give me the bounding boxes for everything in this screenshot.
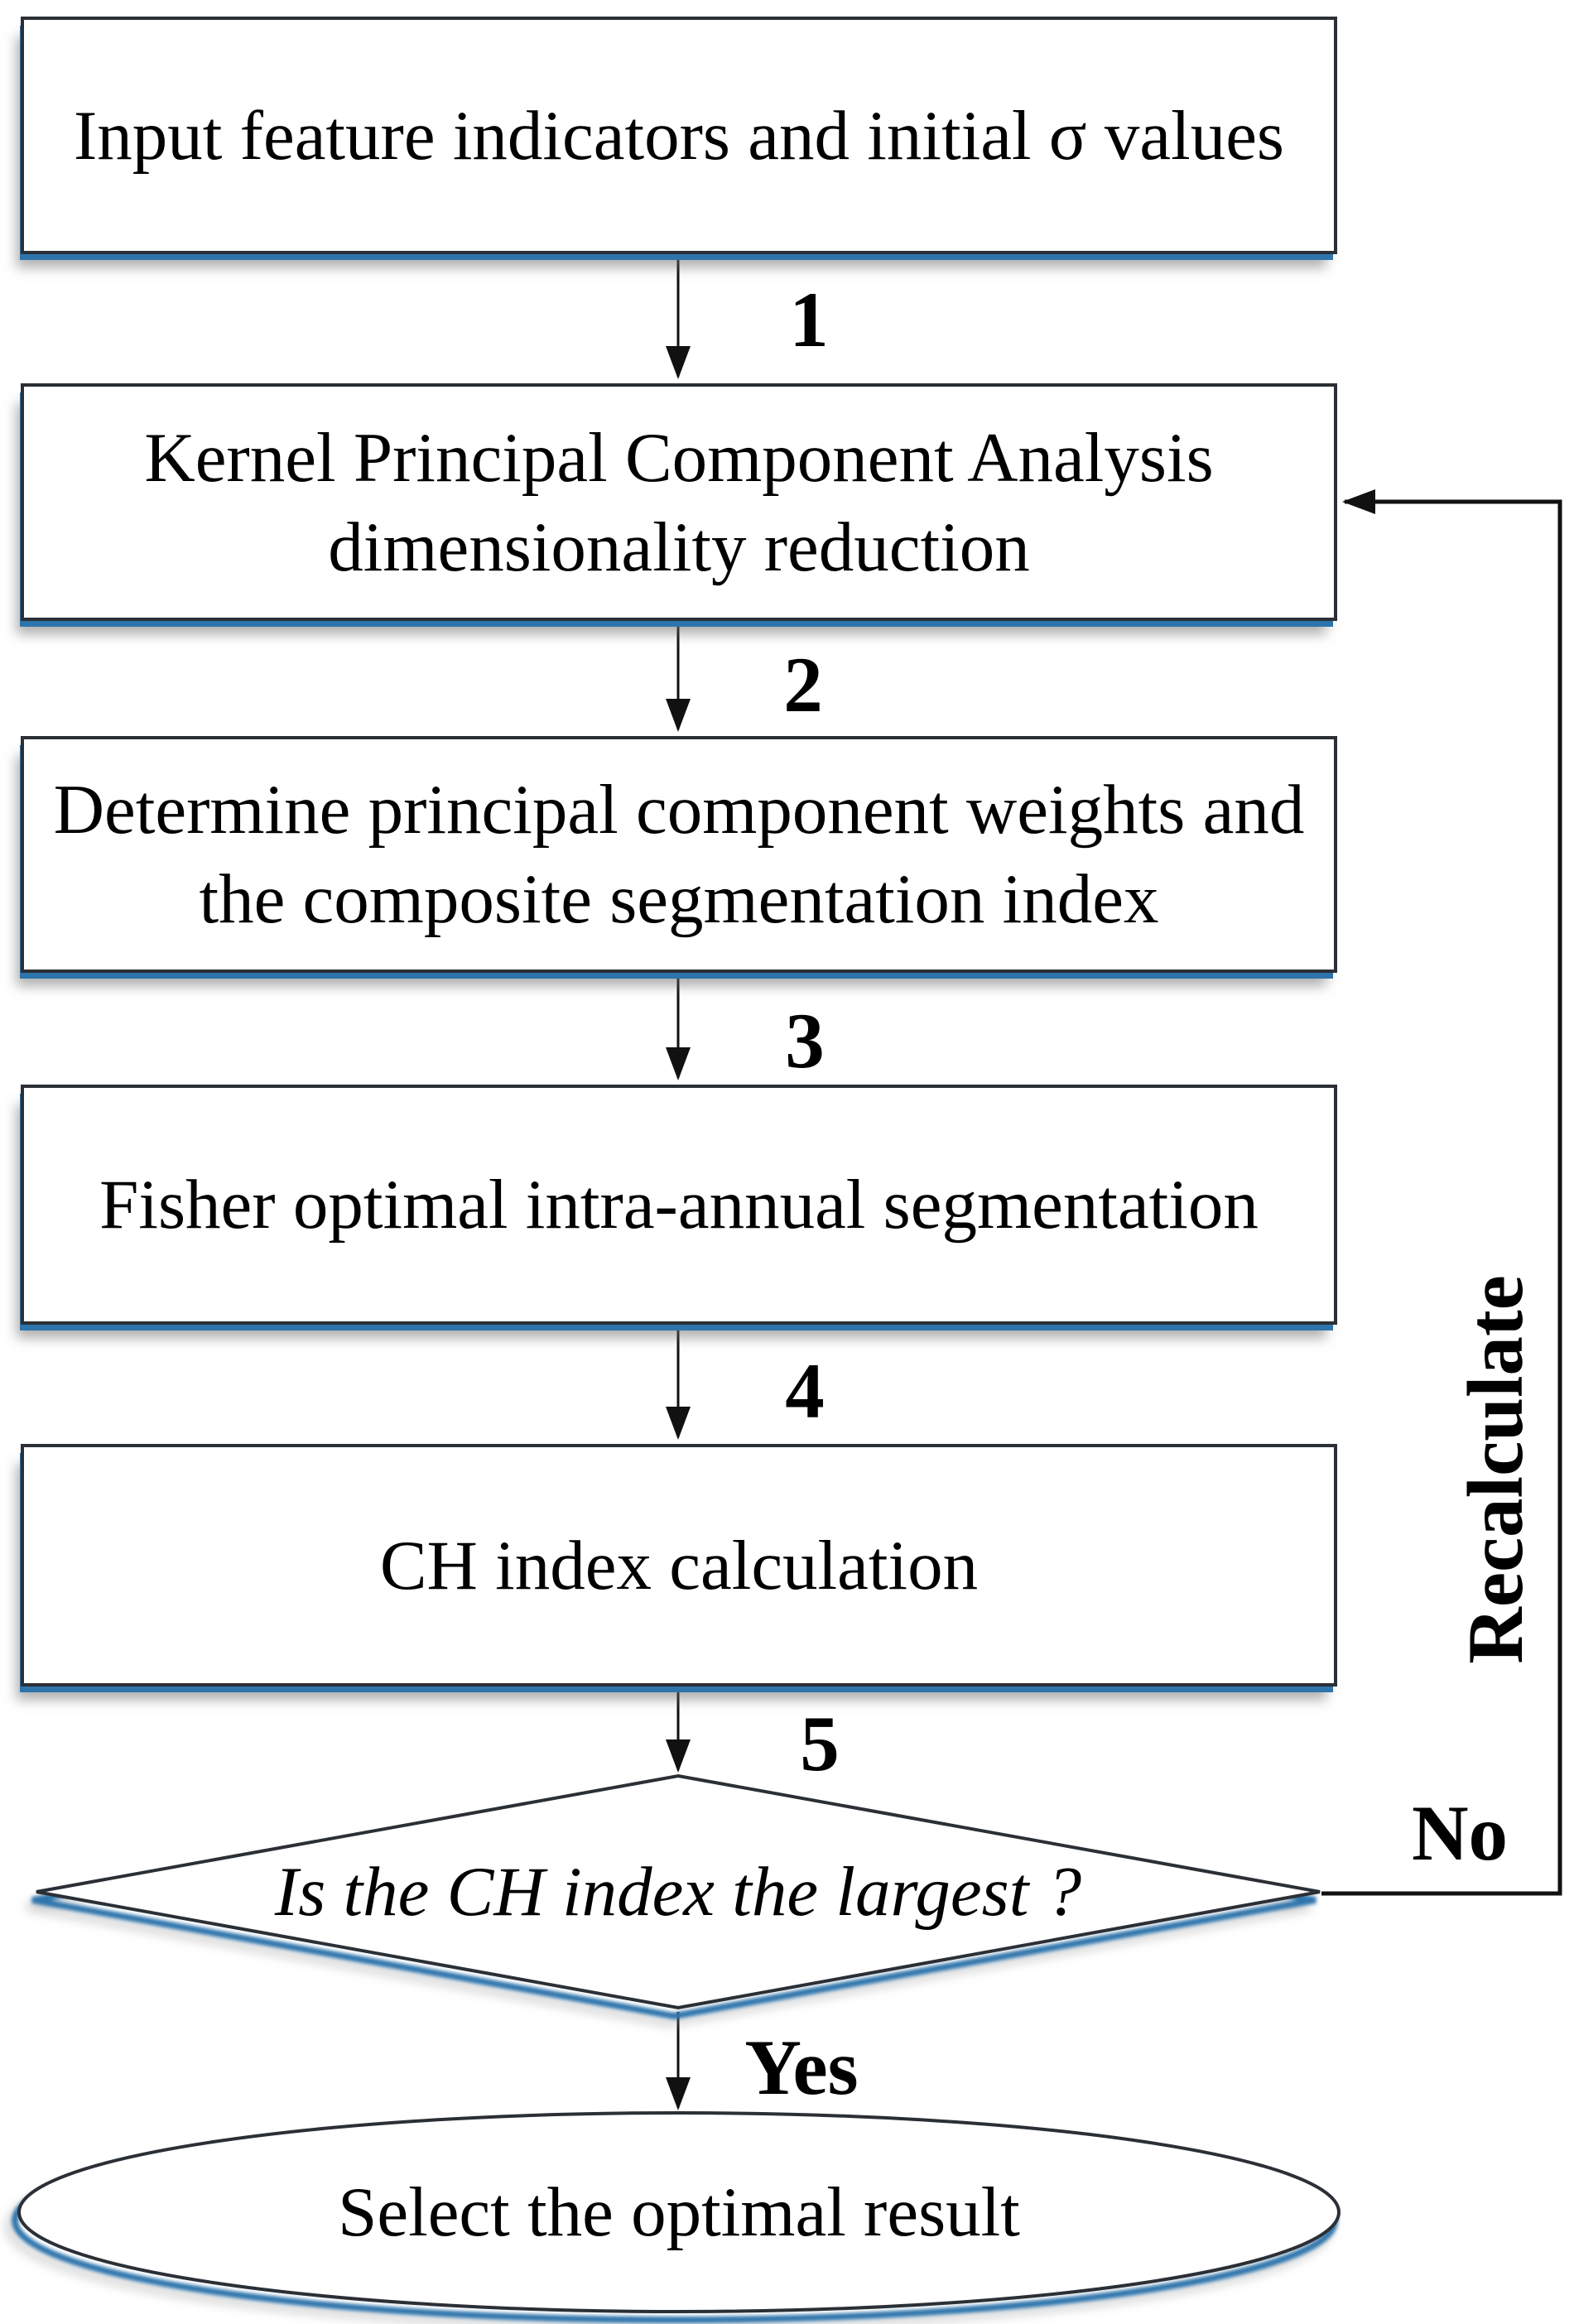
node-weights: Determine principal component weights an… [21,736,1337,973]
arrow-no-recalculate [1321,489,1562,1896]
label-step-2: 2 [783,641,823,729]
node-fisher-text: Fisher optimal intra-annual segmentation [99,1166,1259,1244]
node-fisher: Fisher optimal intra-annual segmentation [21,1085,1337,1325]
diamond-shape [36,1773,1321,2010]
label-step-4: 4 [785,1347,825,1435]
node-ch-index: CH index calculation [21,1444,1337,1686]
label-step-5: 5 [800,1700,840,1788]
node-kpca-text-line2: dimensionality reduction [328,508,1030,586]
node-kpca: Kernel Principal Component Analysis dime… [21,383,1337,621]
label-step-1: 1 [789,276,829,363]
node-result-text: Select the optimal result [338,2173,1020,2251]
result-ellipse [5,2111,1341,2324]
label-step-3: 3 [785,997,825,1085]
node-kpca-text-line1: Kernel Principal Component Analysis [144,418,1214,497]
node-input-text: Input feature indicators and initial σ v… [73,96,1285,175]
node-ch-index-text: CH index calculation [379,1526,979,1605]
node-weights-text-line2: the composite segmentation index [199,860,1159,938]
label-recalculate: Recalculate [1451,1275,1539,1664]
decision-diamond [26,1773,1321,2027]
label-no: No [1411,1789,1509,1877]
ellipse-shape [17,2111,1341,2313]
node-decision-text: Is the CH index the largest ? [274,1853,1082,1931]
node-input: Input feature indicators and initial σ v… [21,17,1337,254]
node-weights-text-line1: Determine principal component weights an… [53,771,1305,849]
label-yes: Yes [744,2023,859,2111]
